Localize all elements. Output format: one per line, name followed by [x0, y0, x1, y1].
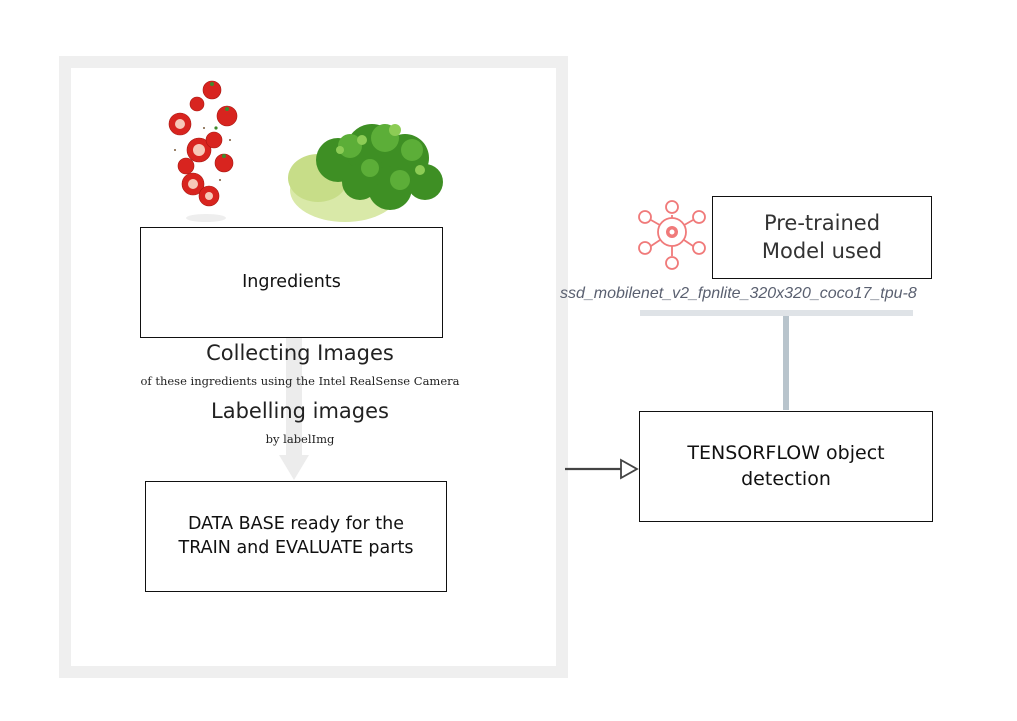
labelling-images-subtitle: by labelImg [265, 432, 335, 446]
tensorflow-box: TENSORFLOW object detection [639, 411, 933, 522]
collecting-images-title: Collecting Images [206, 341, 394, 365]
database-label-line2: TRAIN and EVALUATE parts [178, 537, 414, 558]
collecting-images-subtitle: of these ingredients using the Intel Rea… [140, 374, 460, 388]
model-name-label: ssd_mobilenet_v2_fpnlite_320x320_coco17_… [560, 285, 917, 302]
tensorflow-label-line1: TENSORFLOW object [687, 441, 885, 464]
pretrained-label-line2: Model used [761, 238, 883, 263]
ingredients-box: Ingredients [140, 227, 443, 338]
tensorflow-label-line2: detection [741, 467, 831, 490]
database-label-line1: DATA BASE ready for the [187, 513, 404, 534]
database-box: DATA BASE ready for the TRAIN and EVALUA… [145, 481, 447, 592]
ingredients-label: Ingredients [242, 271, 341, 292]
pretrained-model-box: Pre-trained Model used [712, 196, 932, 279]
pretrained-label-line1: Pre-trained [763, 211, 881, 236]
labelling-images-title: Labelling images [211, 399, 389, 423]
